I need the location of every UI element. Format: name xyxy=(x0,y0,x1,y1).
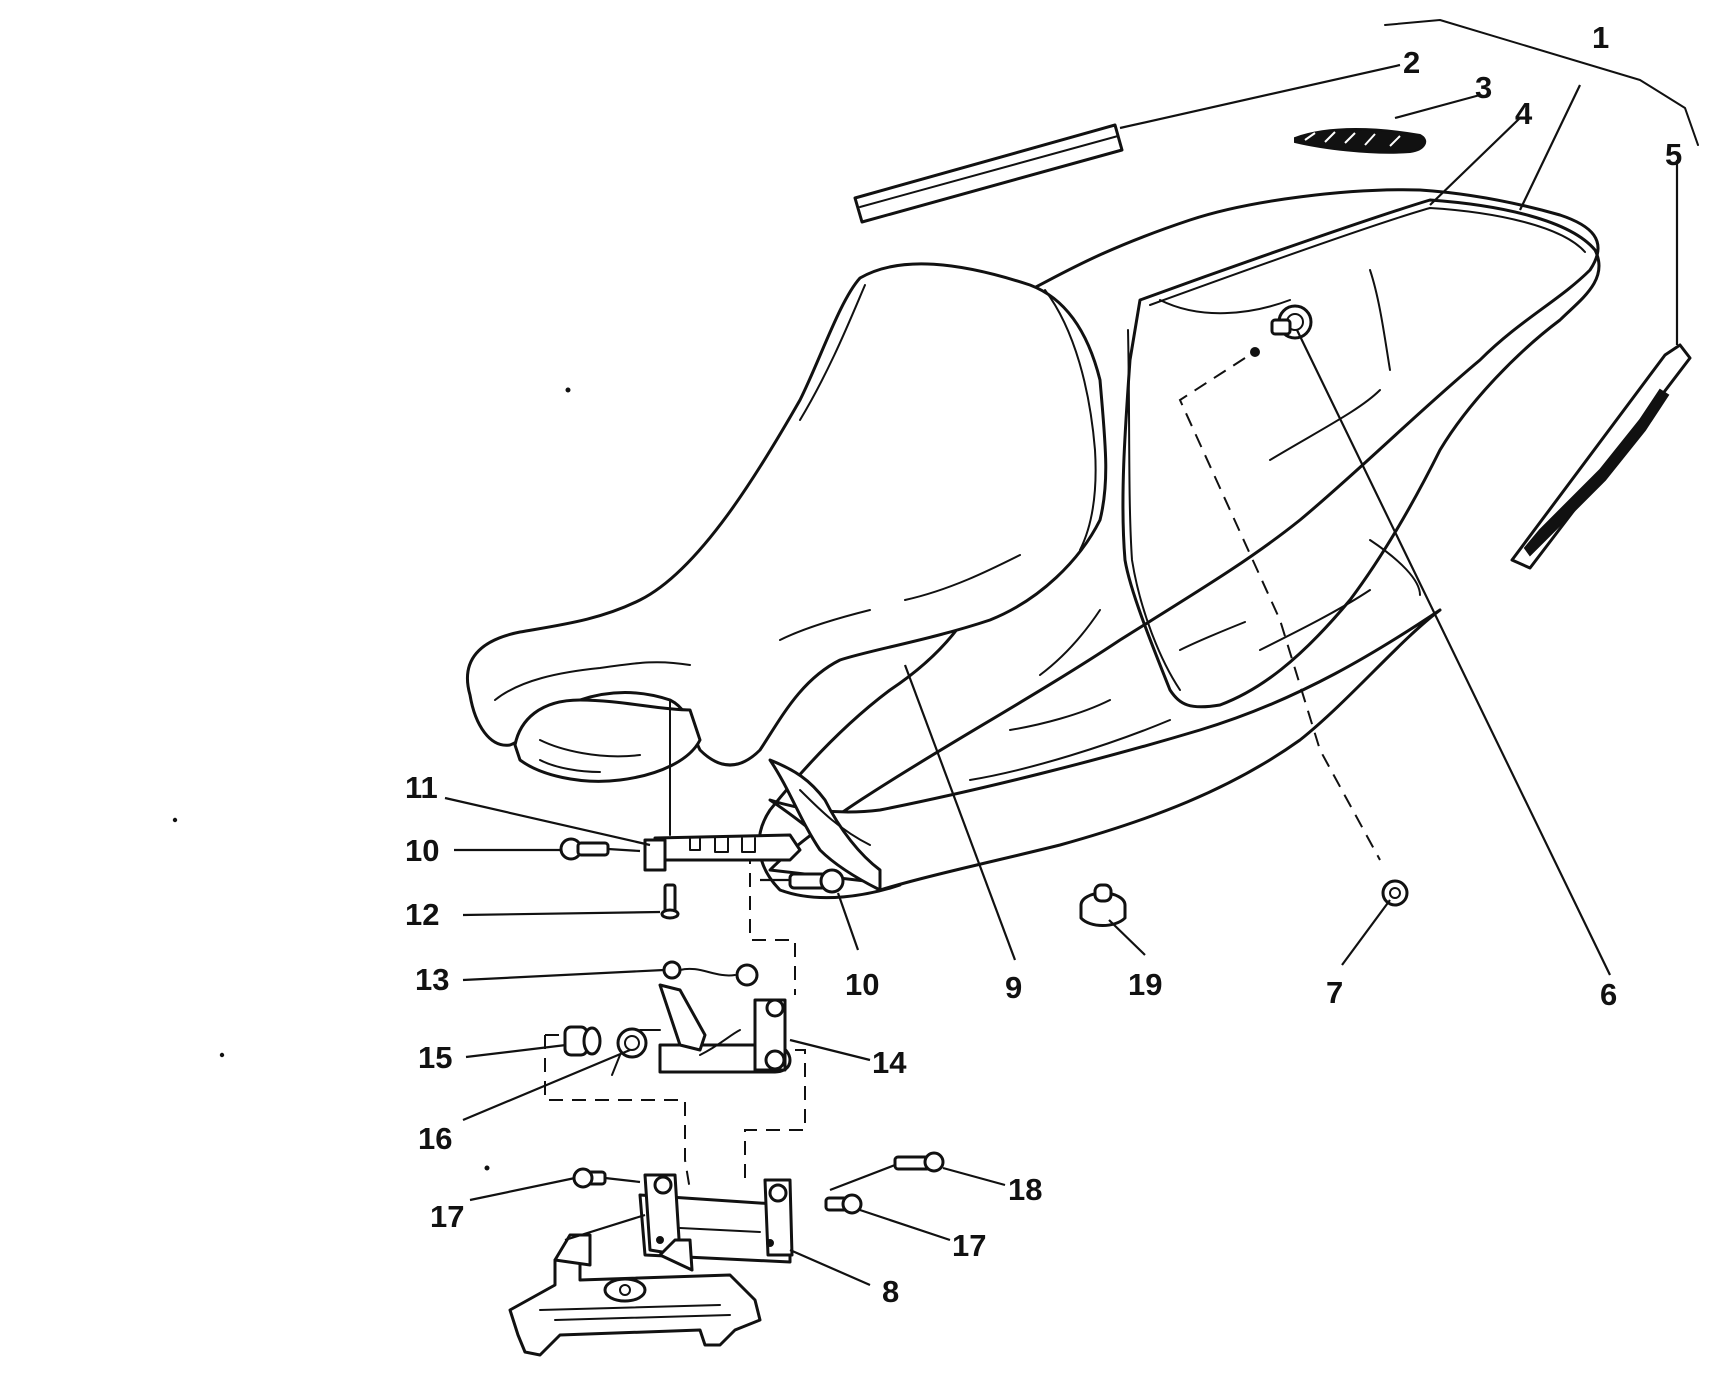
part-5-side-decal xyxy=(1510,343,1692,570)
callout-6: 6 xyxy=(1600,977,1617,1012)
assembly-dash-lines xyxy=(544,859,806,1191)
seat-front-skirt xyxy=(768,758,882,892)
callout-labels: 1 2 3 4 5 6 7 8 9 10 10 11 12 13 14 15 1… xyxy=(405,20,1682,1309)
part-15-bushing xyxy=(563,1025,602,1057)
callout-10-left: 10 xyxy=(405,833,439,868)
seat-mount-frame xyxy=(508,1213,762,1357)
part-16-spring xyxy=(611,1027,661,1076)
callout-12: 12 xyxy=(405,897,439,932)
callout-leaders xyxy=(444,63,1679,1287)
callout-5: 5 xyxy=(1665,137,1682,172)
seat-base-panel-lines xyxy=(969,609,1246,781)
assembly-bracket xyxy=(1384,19,1699,146)
callout-18: 18 xyxy=(1008,1172,1042,1207)
part-12-screw xyxy=(660,883,680,920)
callout-4: 4 xyxy=(1515,96,1533,131)
part-8-lower-bracket xyxy=(638,1173,794,1264)
part-18-bolt xyxy=(829,1151,945,1192)
part-9-seat-base xyxy=(757,188,1600,900)
part-17-bolt-right xyxy=(824,1193,863,1215)
part-7-grommet xyxy=(1381,879,1409,907)
part-10-pin-left xyxy=(559,837,641,861)
callout-2: 2 xyxy=(1403,45,1420,80)
callout-13: 13 xyxy=(415,962,449,997)
callout-17-right: 17 xyxy=(952,1228,986,1263)
part-14-hinge xyxy=(658,983,792,1074)
callout-8: 8 xyxy=(882,1274,899,1309)
callout-16: 16 xyxy=(418,1121,452,1156)
callout-14: 14 xyxy=(872,1045,907,1080)
callout-3: 3 xyxy=(1475,70,1492,105)
callout-7: 7 xyxy=(1326,975,1343,1010)
part-13-cable xyxy=(662,960,759,987)
part-2-strip xyxy=(853,123,1124,224)
rider-seat-cushion xyxy=(465,262,1108,783)
part-19-bumper xyxy=(1079,883,1127,927)
callout-1: 1 xyxy=(1592,20,1609,55)
part-6-lock xyxy=(1178,304,1381,861)
part-4-rear-cowl xyxy=(1121,198,1601,709)
callout-17-left: 17 xyxy=(430,1199,464,1234)
callout-10-right: 10 xyxy=(845,967,879,1002)
part-3-decal xyxy=(1294,128,1427,154)
callout-15: 15 xyxy=(418,1040,452,1075)
part-10-pin-right xyxy=(760,868,845,894)
part-11-hinge-plate xyxy=(643,699,802,872)
callout-19: 19 xyxy=(1128,967,1162,1002)
callout-11: 11 xyxy=(405,770,438,805)
part-17-bolt-left xyxy=(572,1167,641,1189)
callout-9: 9 xyxy=(1005,970,1022,1005)
scan-specks xyxy=(172,387,571,1171)
